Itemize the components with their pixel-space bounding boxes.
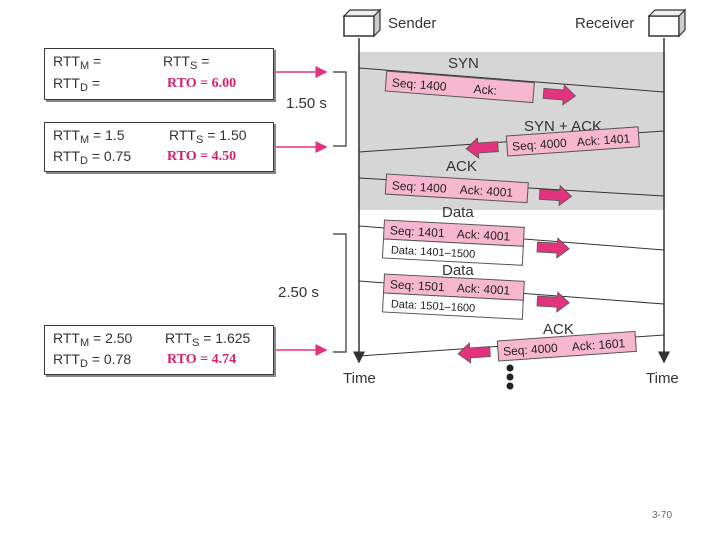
rtt-m-row: RTTM = 2.50 — [53, 330, 133, 349]
rtt-d-value: = 0.75 — [91, 148, 132, 164]
segment-final-ack: Seq: 4000 Ack: 1601 — [457, 330, 637, 364]
rtt-d-row: RTTD = — [53, 75, 100, 94]
rtt-box-after-data: RTTM = 2.50 RTTS = 1.625 RTTD = 0.78 RTO… — [44, 325, 274, 375]
segment-data-2: Seq: 1501 Ack: 4001 Data: 1501–1600 — [381, 273, 570, 320]
rtt-s-value: = 1.50 — [207, 127, 247, 143]
sender-label: Sender — [388, 15, 436, 32]
receiver-computer-icon — [647, 8, 687, 38]
segment-direction-arrow — [536, 291, 570, 313]
sender-computer-icon — [342, 8, 382, 38]
segment-line-syn — [358, 67, 665, 93]
segment-data-range: Data: 1501–1600 — [391, 298, 476, 314]
segment-syn-ack: Seq: 4000 Ack: 1401 — [465, 126, 640, 159]
rtt-m-value: = — [93, 53, 102, 69]
rtt-m-row: RTTM = 1.5 — [53, 127, 125, 146]
segment-title: ACK — [543, 321, 574, 338]
segment-seq: Seq: 1401 — [390, 223, 446, 240]
segment-title: SYN — [448, 55, 479, 72]
bracket-first — [333, 71, 347, 147]
rtt-m-value: = 2.50 — [93, 330, 133, 346]
rtt-s-row: RTTS = — [163, 53, 210, 72]
segment-syn: Seq: 1400 Ack: — [384, 70, 577, 106]
segment-ack: Ack: 4001 — [456, 227, 510, 244]
receiver-label: Receiver — [575, 15, 634, 32]
segment-direction-arrow — [457, 342, 491, 364]
rtt-s-row: RTTS = 1.50 — [169, 127, 247, 146]
segment-ack: Ack: — [473, 82, 497, 98]
segment-data-1: Seq: 1401 Ack: 4001 Data: 1401–1500 — [381, 219, 570, 266]
duration-first: 1.50 s — [286, 95, 327, 112]
rtt-d-row: RTTD = 0.78 — [53, 351, 132, 370]
segment-ack: Ack: 4001 — [459, 183, 513, 200]
rtt-d-value: = — [91, 75, 100, 91]
rto-value: RTO = 6.00 — [167, 76, 237, 91]
slide-number: 3-70 — [652, 510, 673, 521]
segment-seq: Seq: 1400 — [391, 75, 447, 93]
segment-direction-arrow — [465, 137, 499, 159]
segment-title: ACK — [446, 158, 477, 175]
segment-ack: Seq: 1400 Ack: 4001 — [384, 173, 573, 207]
receiver-time-label: Time — [646, 370, 679, 387]
segment-title: Data — [442, 262, 474, 279]
rtt-d-row: RTTD = 0.75 — [53, 148, 132, 167]
rtt-d-value: = 0.78 — [91, 351, 132, 367]
rtt-s-row: RTTS = 1.625 — [165, 330, 251, 349]
segment-direction-arrow — [542, 84, 577, 106]
rtt-box-after-handshake: RTTM = 1.5 RTTS = 1.50 RTTD = 0.75 RTO =… — [44, 122, 274, 172]
segment-ack: Ack: 1601 — [571, 336, 626, 354]
continuation-dots — [506, 364, 514, 390]
segment-seq: Seq: 1501 — [390, 277, 446, 294]
rtt-m-value: = 1.5 — [93, 127, 125, 143]
duration-second: 2.50 s — [278, 284, 319, 301]
rto-value: RTO = 4.50 — [167, 149, 237, 164]
segment-title: Data — [442, 204, 474, 221]
rtt-m-row: RTTM = — [53, 53, 102, 72]
segment-direction-arrow — [536, 237, 570, 259]
bracket-second — [333, 233, 347, 353]
rto-value: RTO = 4.74 — [167, 352, 237, 367]
segment-seq: Seq: 1400 — [391, 178, 447, 195]
rtt-box-initial: RTTM = RTTS = RTTD = RTO = 6.00 — [44, 48, 274, 100]
segment-seq: Seq: 4000 — [512, 136, 568, 154]
segment-seq: Seq: 4000 — [503, 341, 559, 359]
segment-data-range: Data: 1401–1500 — [391, 244, 476, 260]
segment-ack: Ack: 4001 — [456, 281, 510, 298]
rtt-s-value: = — [201, 53, 210, 69]
sender-time-label: Time — [343, 370, 376, 387]
segment-ack: Ack: 1401 — [576, 131, 631, 149]
rtt-s-value: = 1.625 — [203, 330, 251, 346]
segment-direction-arrow — [538, 184, 573, 207]
